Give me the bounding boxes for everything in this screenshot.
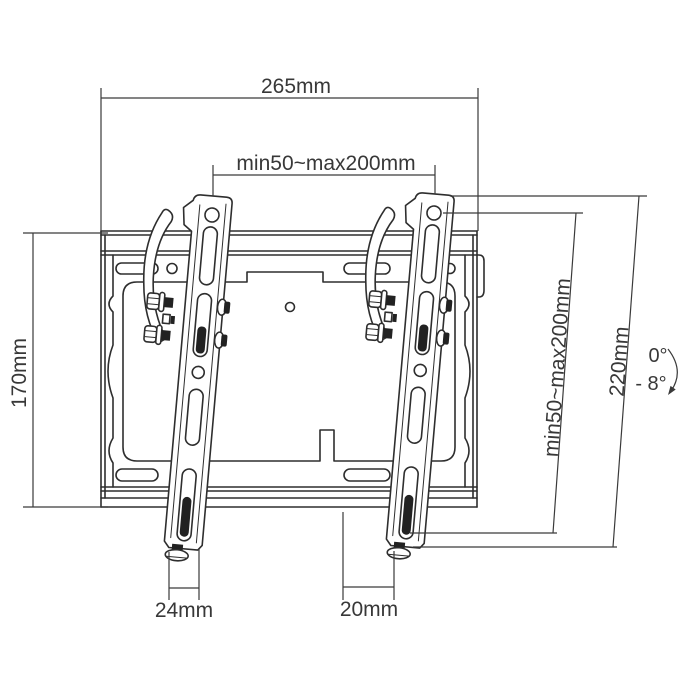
plate-hole-left [166,262,178,275]
label-vesa-height: min50~max200mm [540,277,575,457]
dim-bracket-height-lines [413,195,647,548]
dim-bottom-right-lines [342,512,395,600]
plate-hole-center [284,301,296,313]
tilt-arc [667,348,678,392]
label-bracket-height: 220mm [606,326,634,397]
dim-plate-height-lines [23,232,108,508]
plate-slot-bottom-left [115,468,159,482]
label-plate-height: 170mm [8,338,31,408]
plate-right-fold [464,254,471,488]
dimension-labels: 265mm min50~max200mm 170mm min50~max200m… [8,75,668,622]
dim-top-width-lines [100,88,479,231]
label-bottom-right: 20mm [340,598,398,621]
label-tilt-down: - 8° [635,373,666,395]
wall-plate [100,230,485,508]
right-vesa-arm [340,187,463,563]
plate-slot-bottom-right [343,468,391,482]
plate-slot-top-left [115,262,159,275]
dim-vesa-height-lines [410,212,583,534]
label-bottom-left: 24mm [155,599,213,622]
plate-center-panel [122,271,456,462]
plate-left-fold [107,254,114,488]
label-tilt-up: 0° [648,345,667,367]
dim-vesa-width-lines [212,165,436,196]
label-vesa-width: min50~max200mm [236,152,415,175]
tilt-arrowhead [668,385,676,395]
plate-right-tab [476,254,485,298]
dimension-lines [23,88,678,600]
label-top-width: 265mm [261,75,331,98]
dim-bottom-left-lines [168,549,200,600]
